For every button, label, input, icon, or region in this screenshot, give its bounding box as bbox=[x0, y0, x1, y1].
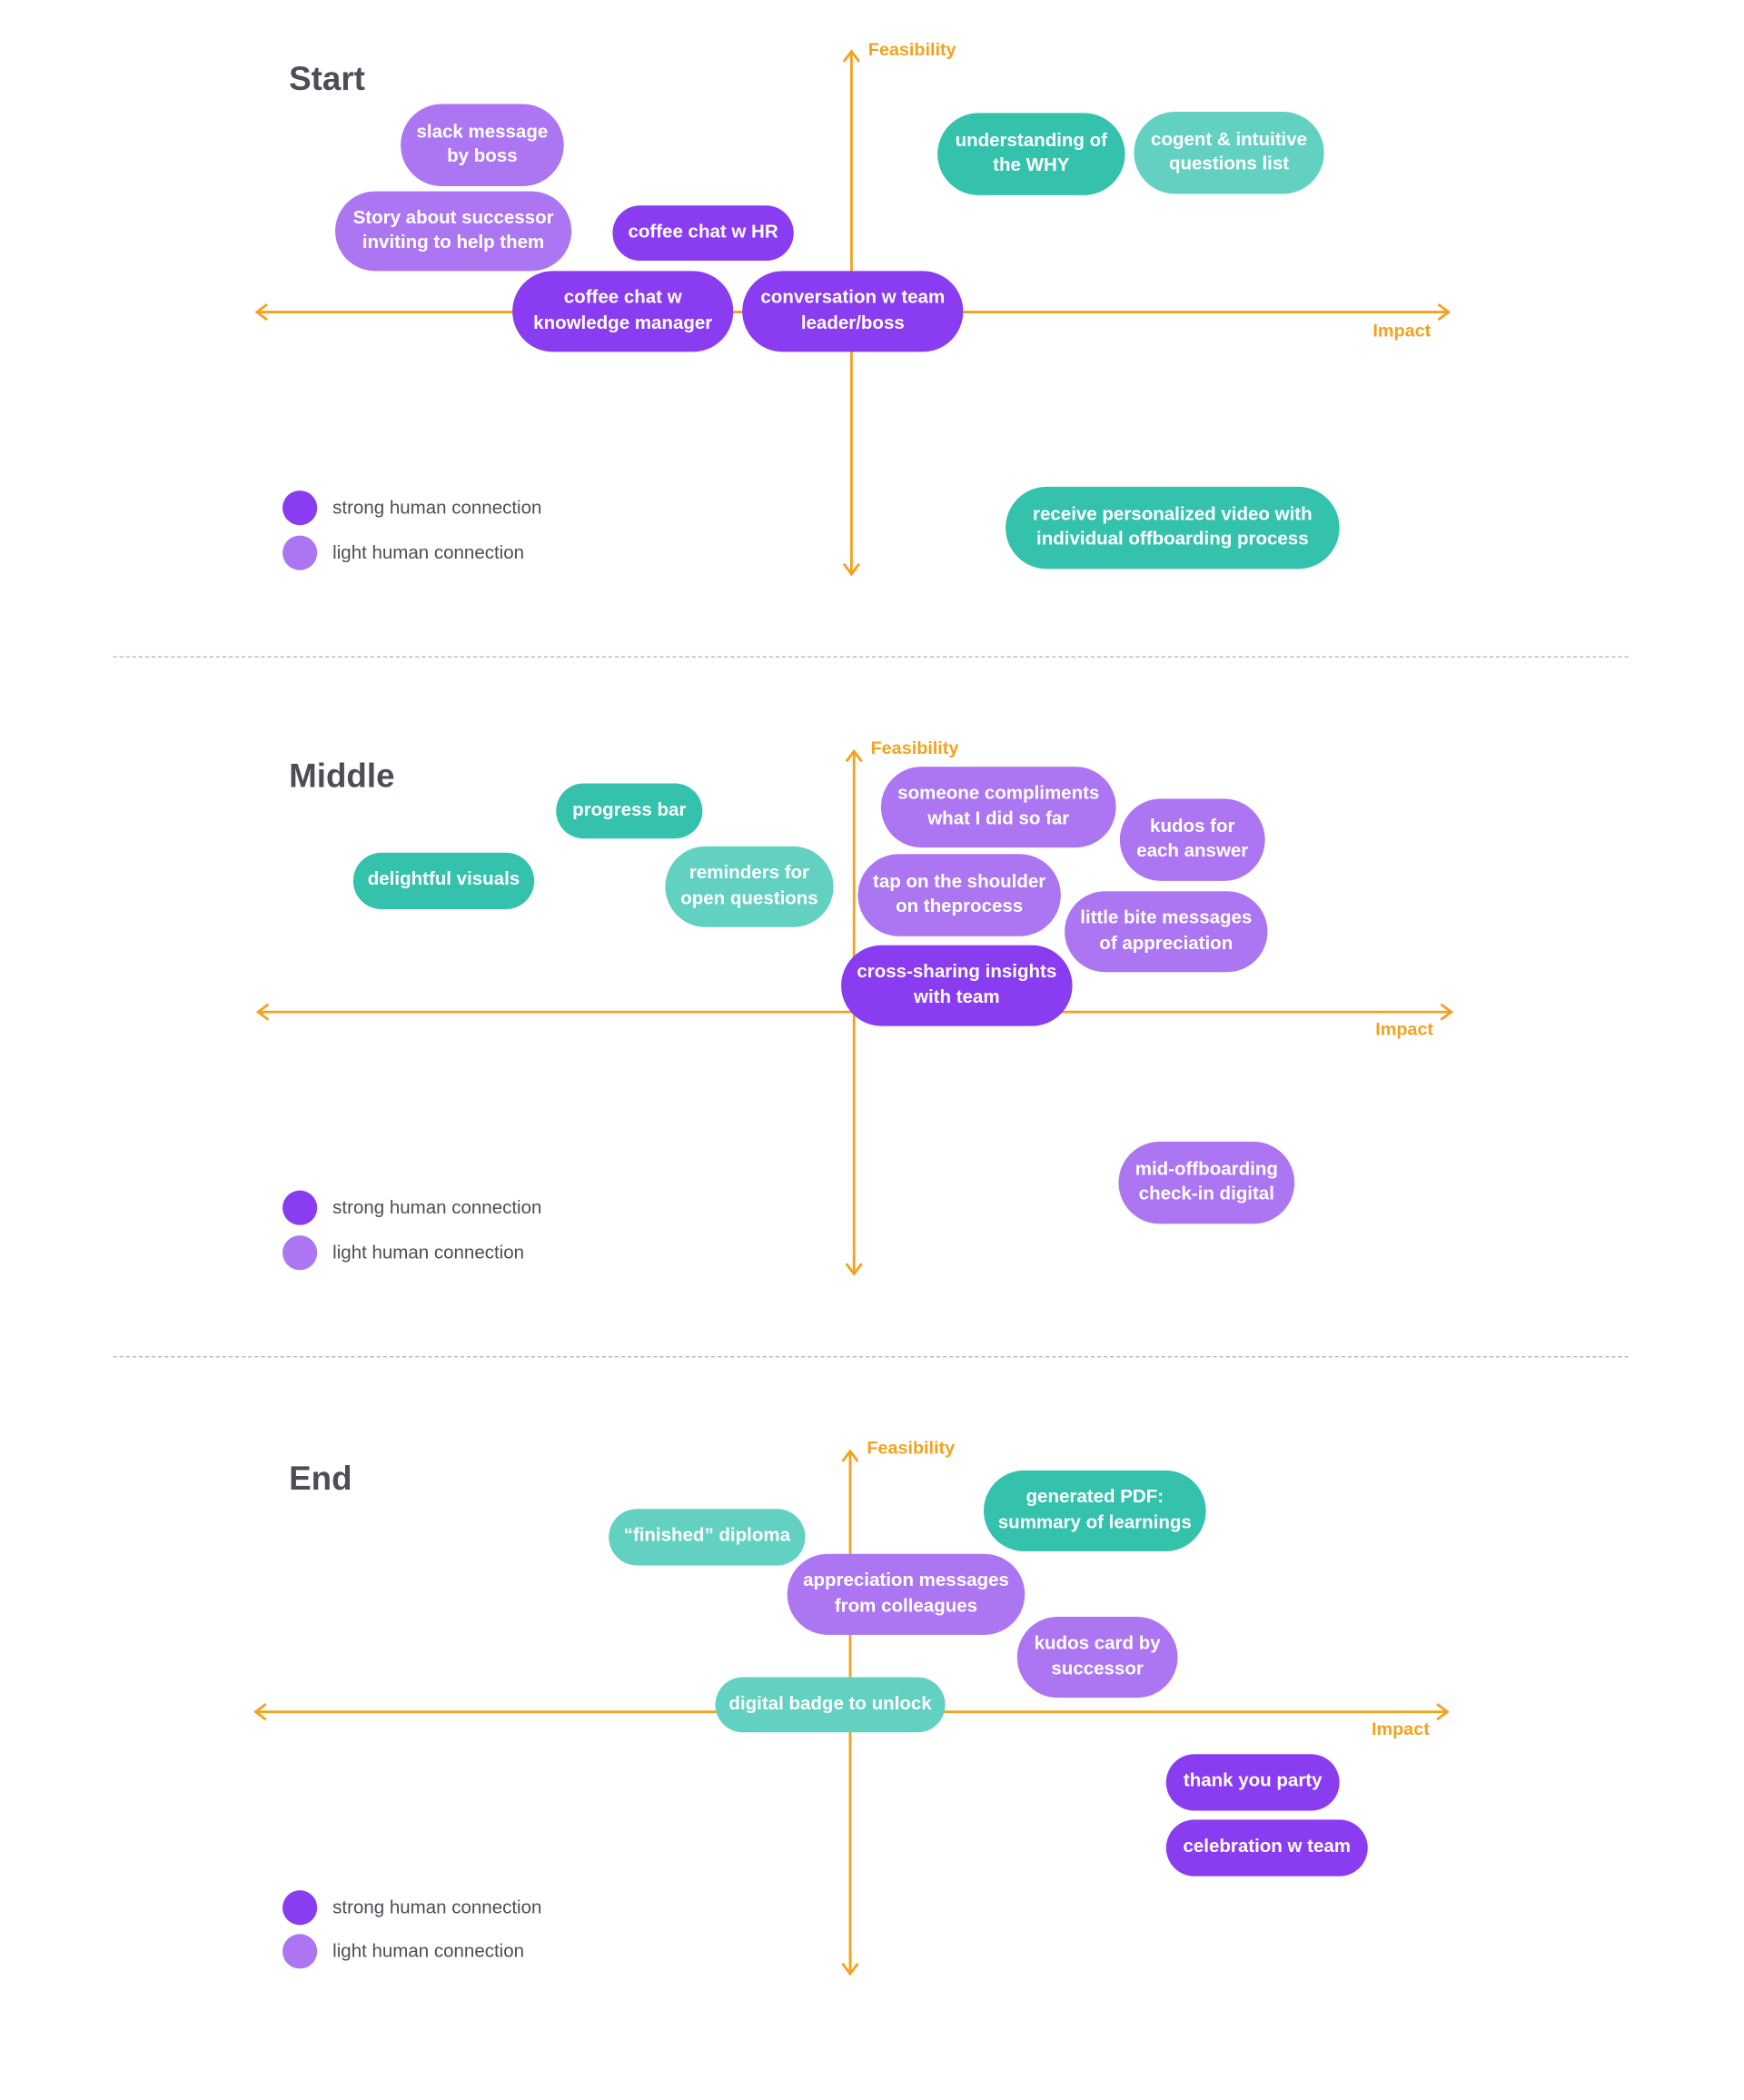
legend-light: light human connection bbox=[282, 1934, 525, 1969]
idea-pill: cogent & intuitive questions list bbox=[1134, 112, 1324, 194]
idea-pill: thank you party bbox=[1165, 1754, 1340, 1811]
idea-pill: understanding of the WHY bbox=[937, 113, 1125, 195]
section-title: Middle bbox=[289, 756, 395, 796]
idea-pill: slack message by boss bbox=[401, 104, 564, 187]
legend-label: light human connection bbox=[332, 1941, 525, 1962]
idea-pill: someone compliments what I did so far bbox=[880, 767, 1116, 848]
legend-label: strong human connection bbox=[332, 1897, 542, 1918]
section-divider bbox=[113, 656, 1629, 658]
idea-pill: digital badge to unlock bbox=[715, 1677, 946, 1733]
section-middle: Middle Feasibility Impact progress bar d… bbox=[0, 700, 1744, 1401]
impact-axis-label: Impact bbox=[1375, 1018, 1434, 1039]
idea-pill: kudos for each answer bbox=[1119, 798, 1265, 881]
feasibility-axis-label: Feasibility bbox=[867, 1437, 956, 1458]
legend-label: light human connection bbox=[332, 1242, 525, 1263]
idea-pill: “finished” diploma bbox=[609, 1509, 806, 1566]
idea-pill: delightful visuals bbox=[352, 852, 535, 909]
feasibility-axis-label: Feasibility bbox=[867, 38, 956, 60]
idea-pill: Story about successor inviting to help t… bbox=[335, 191, 572, 272]
axes bbox=[255, 748, 1453, 1276]
legend-strong: strong human connection bbox=[282, 1890, 542, 1926]
legend-dot-light bbox=[282, 535, 318, 570]
idea-pill: receive personalized video with individu… bbox=[1006, 486, 1340, 570]
section-divider bbox=[113, 1356, 1629, 1358]
idea-pill: generated PDF: summary of learnings bbox=[984, 1470, 1206, 1551]
legend-dot-strong bbox=[282, 490, 318, 526]
legend-dot-strong bbox=[282, 1190, 318, 1225]
idea-pill: progress bar bbox=[556, 783, 703, 839]
idea-pill: little bite messages of appreciation bbox=[1065, 891, 1268, 973]
legend-light: light human connection bbox=[282, 535, 525, 570]
idea-pill: cross-sharing insights with team bbox=[841, 945, 1073, 1026]
idea-pill: celebration w team bbox=[1165, 1819, 1368, 1877]
impact-axis-label: Impact bbox=[1371, 1718, 1430, 1739]
section-title: End bbox=[289, 1459, 352, 1498]
idea-pill: mid-offboarding check-in digital bbox=[1118, 1141, 1295, 1224]
legend-label: strong human connection bbox=[332, 1197, 542, 1219]
idea-pill: kudos card by successor bbox=[1016, 1617, 1178, 1699]
legend-label: strong human connection bbox=[332, 497, 542, 519]
legend-dot-light bbox=[282, 1934, 318, 1969]
legend-dot-strong bbox=[282, 1890, 318, 1926]
section-title: Start bbox=[289, 59, 365, 98]
quadrant-diagram-canvas: Start Feasibility Impact slack message b… bbox=[0, 0, 1744, 1976]
impact-axis-label: Impact bbox=[1372, 320, 1432, 341]
idea-pill: coffee chat w knowledge manager bbox=[512, 271, 734, 352]
idea-pill: reminders for open questions bbox=[665, 846, 834, 927]
section-start: Start Feasibility Impact slack message b… bbox=[0, 0, 1744, 700]
idea-pill: coffee chat w HR bbox=[612, 205, 794, 262]
legend-strong: strong human connection bbox=[282, 490, 542, 526]
section-end: End Feasibility Impact “finished” diplom… bbox=[0, 1400, 1744, 2100]
axes bbox=[253, 1449, 1450, 1976]
idea-pill: conversation w team leader/boss bbox=[742, 271, 964, 352]
legend-light: light human connection bbox=[282, 1235, 525, 1271]
legend-strong: strong human connection bbox=[282, 1190, 542, 1225]
idea-pill: appreciation messages from colleagues bbox=[787, 1553, 1026, 1635]
legend-label: light human connection bbox=[332, 542, 525, 563]
feasibility-axis-label: Feasibility bbox=[870, 737, 959, 758]
legend-dot-light bbox=[282, 1235, 318, 1271]
idea-pill: tap on the shoulder on theprocess bbox=[857, 854, 1061, 936]
